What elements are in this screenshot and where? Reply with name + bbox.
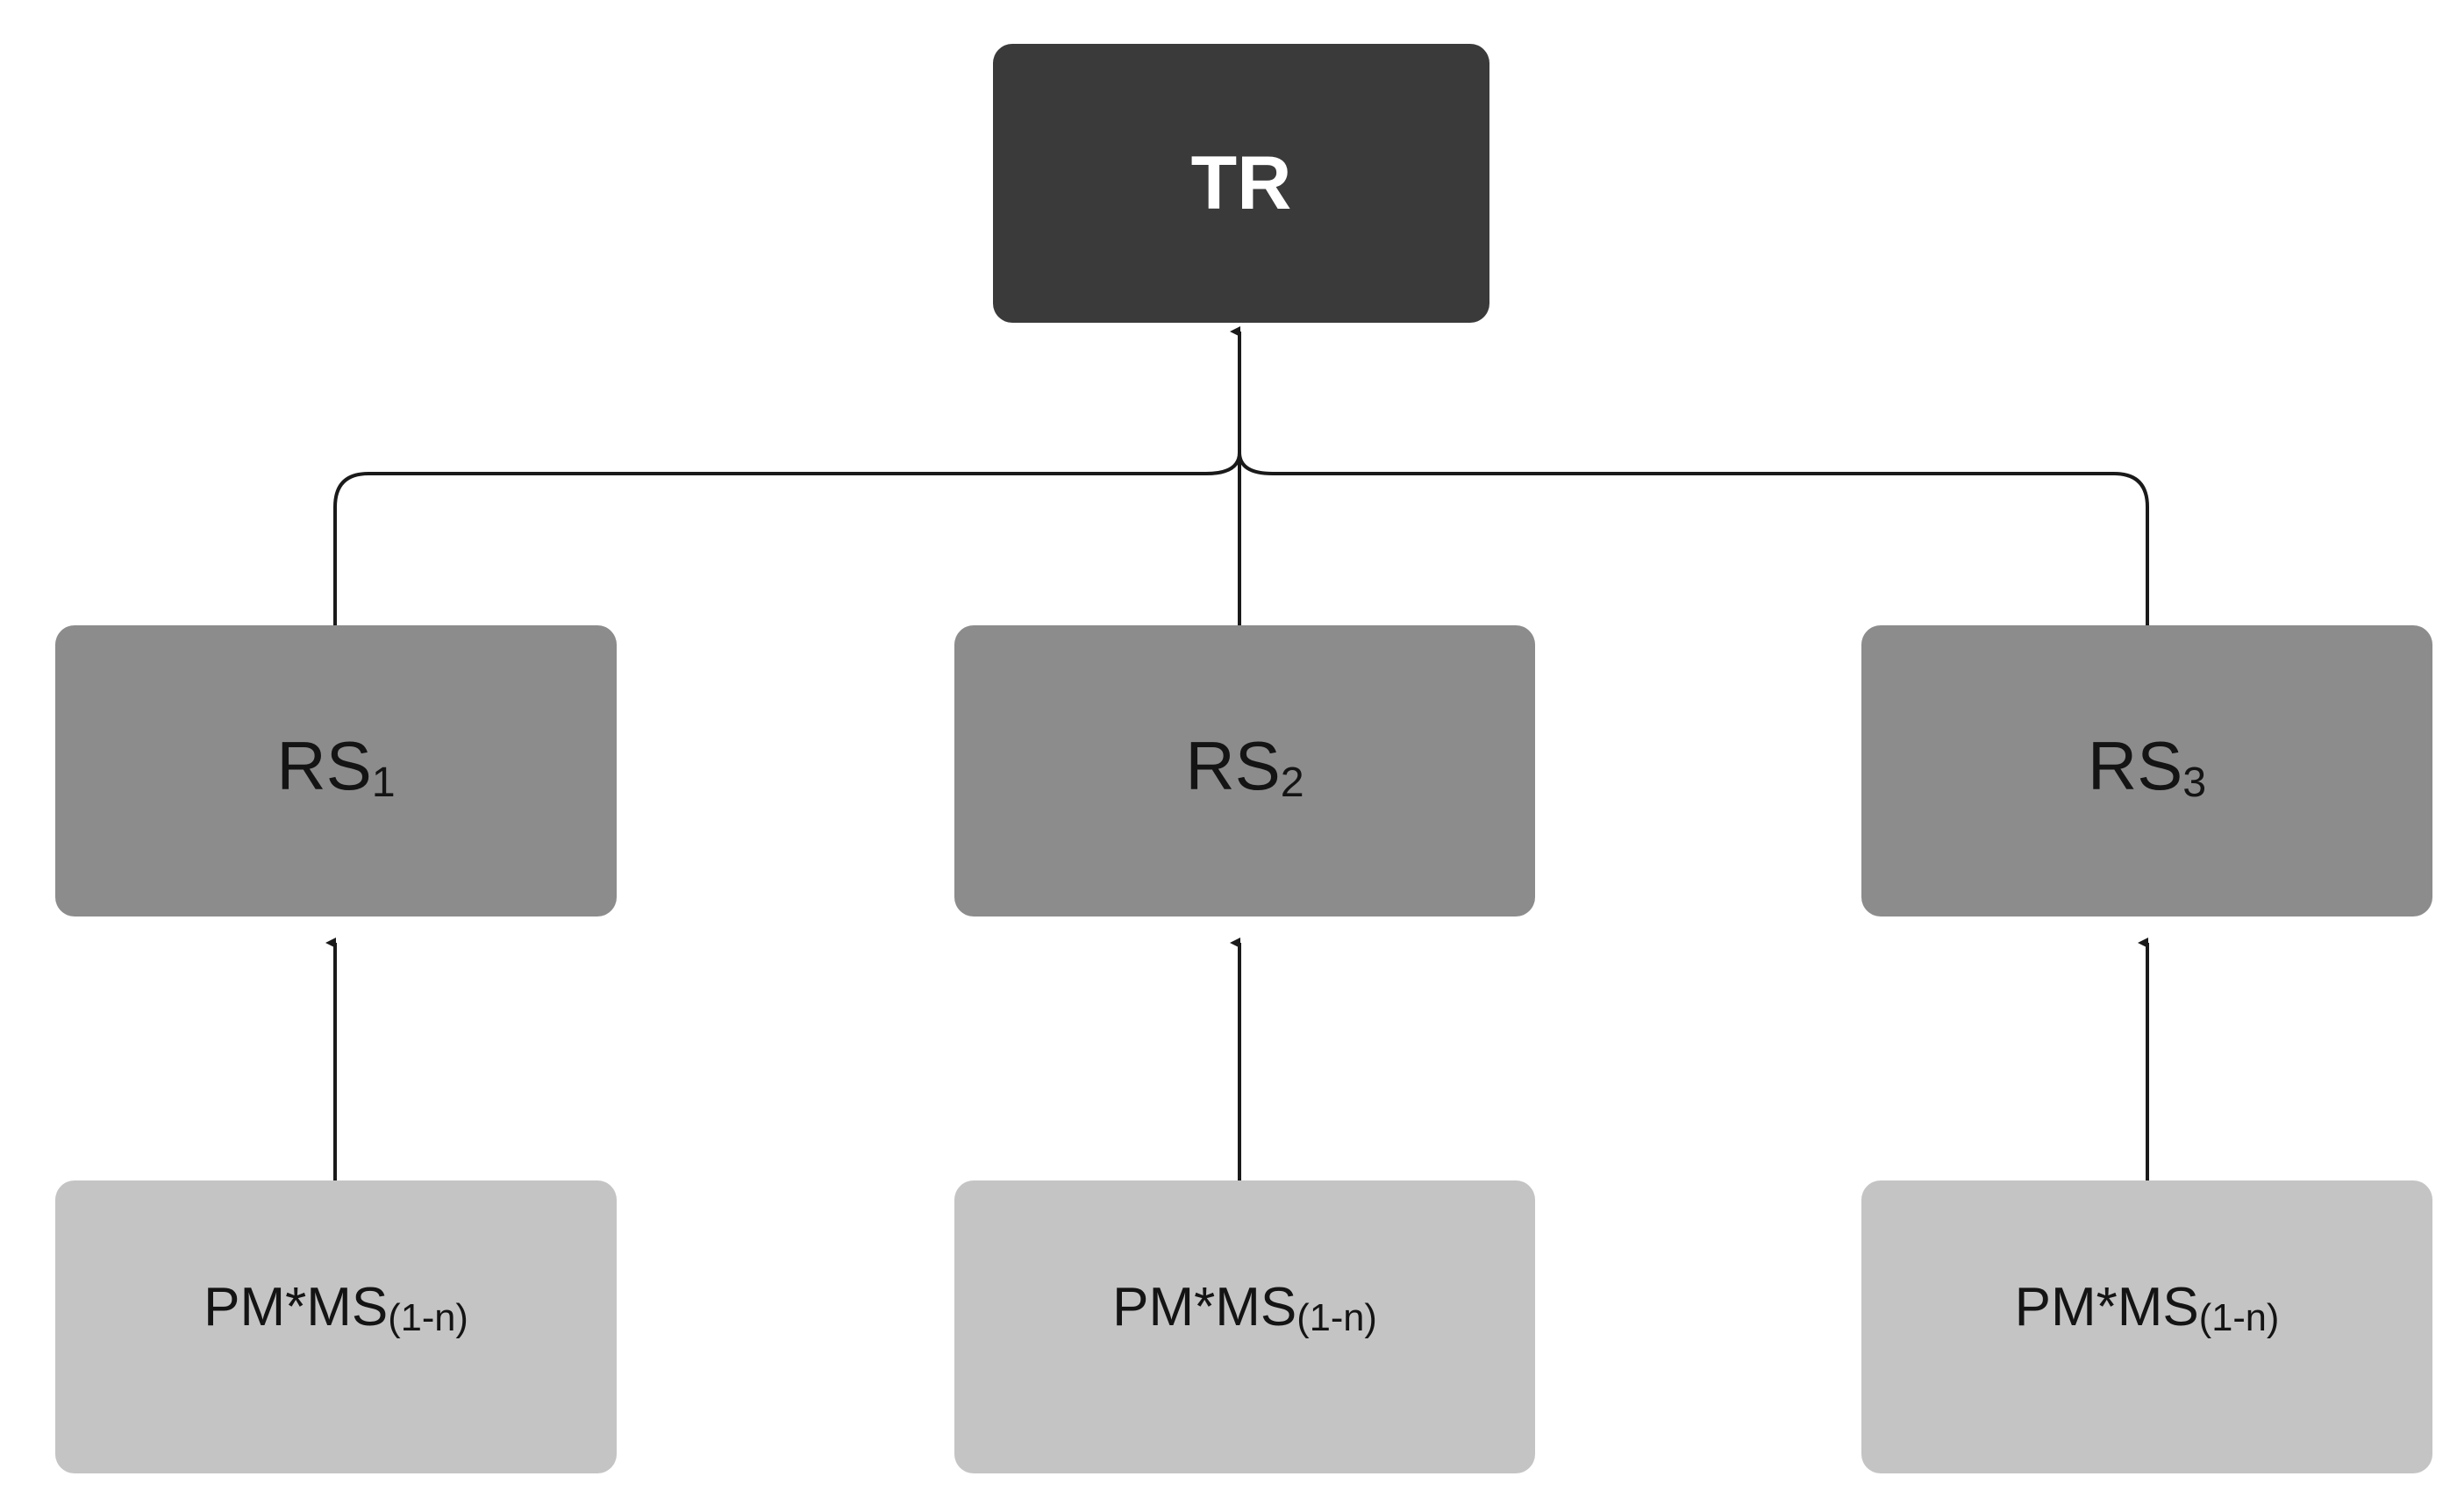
node-pmms3-label: PM*MS(1-n) (2014, 1277, 2280, 1337)
node-rs1-base: RS (276, 727, 372, 804)
node-rs2-base: RS (1185, 727, 1281, 804)
edge-rs3-to-bus (1238, 452, 2149, 625)
node-rs3-base: RS (2087, 727, 2183, 804)
node-rs3-label: RS3 (2088, 731, 2206, 803)
node-pmms1-base: PM*MS (204, 1277, 389, 1337)
node-pmms2[interactable]: PM*MS(1-n) (954, 1180, 1535, 1473)
node-rs1-label: RS1 (276, 731, 395, 803)
node-pmms3[interactable]: PM*MS(1-n) (1861, 1180, 2432, 1473)
node-pmms3-base: PM*MS (2014, 1277, 2199, 1337)
node-pmms3-subscript: (1-n) (2198, 1296, 2280, 1339)
node-rs3[interactable]: RS3 (1861, 625, 2432, 916)
node-rs1[interactable]: RS1 (55, 625, 617, 916)
node-rs3-subscript: 3 (2182, 758, 2207, 806)
node-pmms2-label: PM*MS(1-n) (1112, 1277, 1377, 1337)
node-rs2[interactable]: RS2 (954, 625, 1535, 916)
node-pmms2-subscript: (1-n) (1296, 1296, 1377, 1339)
node-rs2-label: RS2 (1185, 731, 1304, 803)
edge-rs1-to-bus (333, 452, 1241, 625)
node-rs2-subscript: 2 (1280, 758, 1304, 806)
node-tr[interactable]: TR (993, 44, 1489, 323)
node-pmms1-label: PM*MS(1-n) (204, 1277, 468, 1337)
node-tr-label: TR (1190, 141, 1292, 225)
node-pmms1-subscript: (1-n) (388, 1296, 468, 1339)
node-pmms2-base: PM*MS (1112, 1277, 1297, 1337)
node-pmms1[interactable]: PM*MS(1-n) (55, 1180, 617, 1473)
node-rs1-subscript: 1 (371, 758, 396, 806)
